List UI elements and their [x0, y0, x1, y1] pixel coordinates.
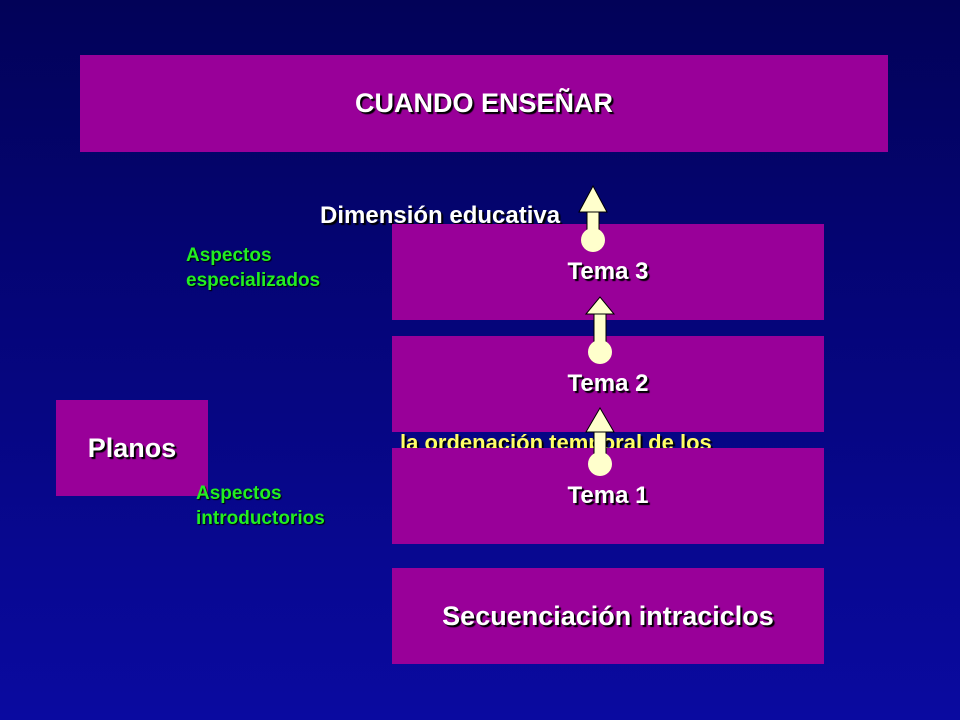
specialized-line1: Aspectos	[186, 245, 272, 266]
arrow-to-tema2	[585, 407, 615, 476]
sequence-label: Secuenciación intraciclos	[442, 600, 774, 631]
planos-box: Planos	[56, 400, 208, 496]
introductory-aspects-label: Aspectos introductorios	[196, 481, 325, 531]
page-title: CUANDO ENSEÑAR	[354, 88, 614, 118]
specialized-line2: especializados	[186, 270, 321, 291]
arrow-to-title	[578, 184, 608, 252]
title-box: CUANDO ENSEÑAR	[80, 55, 888, 152]
arrow-to-tema3	[584, 296, 616, 364]
specialized-aspects-label: Aspectos especializados	[186, 243, 320, 293]
topic-3-label: Tema 3	[567, 258, 649, 285]
introductory-line1: Aspectos	[196, 483, 282, 504]
planos-label: Planos	[87, 432, 177, 463]
topic-1-label: Tema 1	[567, 482, 649, 509]
topic-box-3: Tema 3	[392, 224, 824, 320]
topic-2-label: Tema 2	[567, 370, 649, 397]
sequence-box: Secuenciación intraciclos	[392, 568, 824, 664]
introductory-line2: introductorios	[196, 508, 325, 529]
